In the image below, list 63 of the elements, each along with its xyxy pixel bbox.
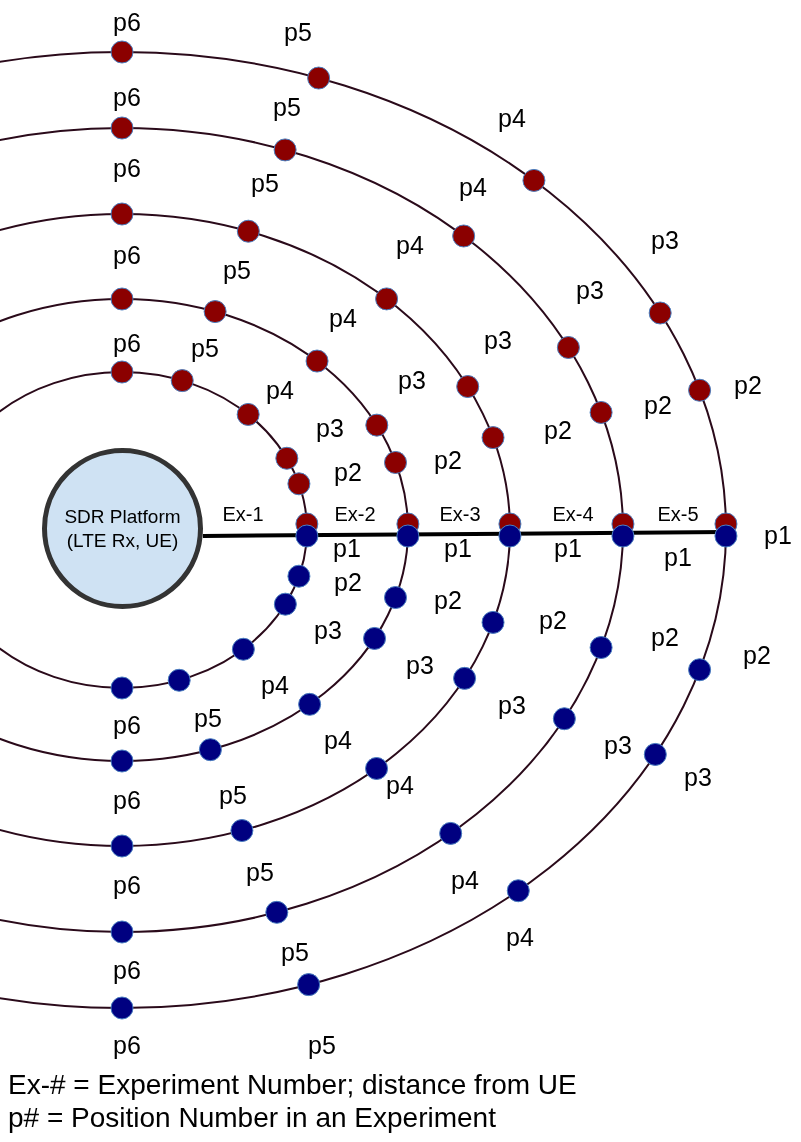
position-label: p3 [604, 732, 632, 758]
position-label: p3 [316, 415, 344, 441]
position-label: p5 [273, 94, 301, 120]
position-label: p4 [396, 232, 424, 258]
experiment-label: Ex-1 [222, 504, 264, 524]
position-label: p3 [498, 692, 526, 718]
position-label: p5 [251, 170, 279, 196]
position-label: p5 [308, 1032, 336, 1058]
position-label: p5 [246, 859, 274, 885]
position-label: p1 [764, 522, 792, 548]
position-label: p1 [664, 544, 692, 570]
position-label: p4 [261, 672, 289, 698]
position-label: p4 [324, 727, 352, 753]
position-label: p3 [398, 367, 426, 393]
position-label: p6 [113, 330, 141, 356]
position-label: p6 [113, 957, 141, 983]
position-label: p4 [329, 305, 357, 331]
position-label: p2 [539, 607, 567, 633]
position-label: p4 [266, 377, 294, 403]
position-label: p2 [434, 587, 462, 613]
position-label: p4 [506, 924, 534, 950]
experiment-label: Ex-3 [439, 504, 481, 524]
legend-note: Ex-# = Experiment Number; distance from UE [8, 1071, 577, 1099]
position-label: p6 [113, 84, 141, 110]
position-label: p1 [444, 535, 472, 561]
legend-note: p# = Position Number in an Experiment [8, 1104, 496, 1132]
experiment-label: Ex-4 [552, 504, 594, 524]
position-label: p4 [451, 867, 479, 893]
position-label: p6 [113, 242, 141, 268]
position-label: p4 [498, 105, 526, 131]
position-label: p2 [651, 624, 679, 650]
position-label: p4 [386, 772, 414, 798]
position-label: p2 [743, 642, 771, 668]
position-label: p6 [113, 1032, 141, 1058]
position-label: p3 [576, 277, 604, 303]
position-label: p3 [484, 327, 512, 353]
position-label: p2 [434, 447, 462, 473]
position-label: p6 [113, 9, 141, 35]
position-label: p3 [651, 227, 679, 253]
position-label: p6 [113, 872, 141, 898]
position-label: p6 [113, 787, 141, 813]
position-label: p2 [544, 417, 572, 443]
position-label: p1 [554, 535, 582, 561]
position-label: p3 [406, 652, 434, 678]
position-label: p5 [194, 705, 222, 731]
position-label: p5 [284, 19, 312, 45]
position-label: p2 [734, 372, 762, 398]
position-label: p2 [644, 392, 672, 418]
position-label: p5 [191, 335, 219, 361]
position-label: p6 [113, 712, 141, 738]
position-label: p5 [219, 782, 247, 808]
position-label: p3 [684, 764, 712, 790]
position-label: p3 [314, 617, 342, 643]
position-label: p6 [113, 155, 141, 181]
position-label: p1 [333, 535, 361, 561]
position-label: p5 [281, 939, 309, 965]
experiment-label: Ex-2 [334, 504, 376, 524]
position-label: p5 [223, 257, 251, 283]
position-label: p2 [334, 569, 362, 595]
node-label: SDR Platform (LTE Rx, UE) [63, 504, 182, 553]
position-label: p2 [334, 459, 362, 485]
experiment-label: Ex-5 [657, 504, 699, 524]
position-label: p4 [459, 174, 487, 200]
